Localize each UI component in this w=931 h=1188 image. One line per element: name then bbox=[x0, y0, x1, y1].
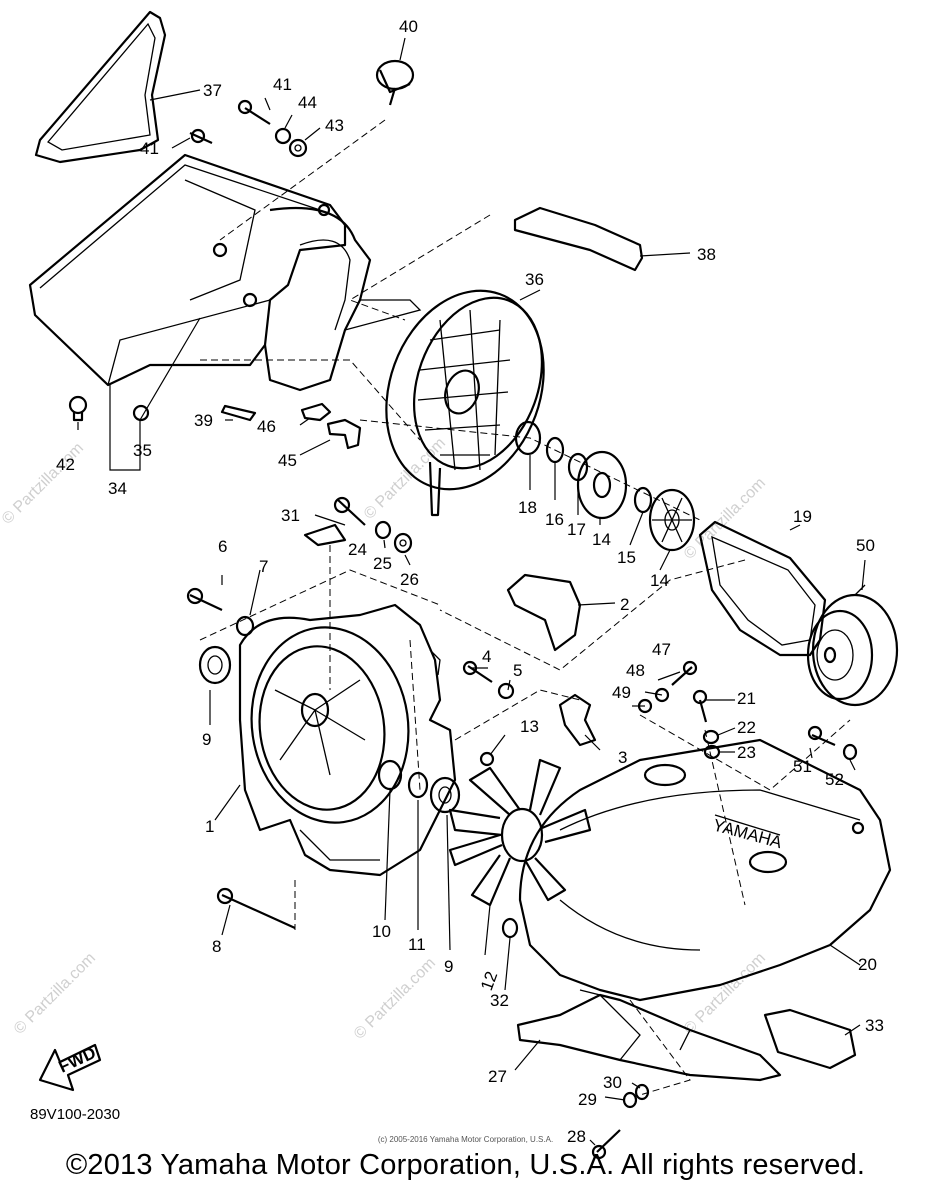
callouts: 1 2 3 4 5 6 7 8 9 9 10 11 12 13 14 14 15… bbox=[56, 17, 884, 1146]
part-small-bits bbox=[68, 395, 362, 450]
callout-8: 8 bbox=[212, 937, 221, 956]
copyright-notice: ©2013 Yamaha Motor Corporation, U.S.A. A… bbox=[65, 1149, 866, 1181]
callout-28: 28 bbox=[567, 1127, 586, 1146]
callout-17: 17 bbox=[567, 520, 586, 539]
part-33-pad bbox=[763, 1008, 857, 1070]
callout-20: 20 bbox=[858, 955, 877, 974]
callout-25: 25 bbox=[373, 554, 392, 573]
diagram-code: 89V100-2030 bbox=[30, 1106, 121, 1123]
callout-12: 12 bbox=[477, 969, 501, 993]
part-40-cap bbox=[375, 59, 415, 106]
callout-4: 4 bbox=[482, 647, 491, 666]
part-41-bolts bbox=[189, 99, 308, 158]
callout-39: 39 bbox=[194, 411, 213, 430]
part-10-11-washers bbox=[377, 759, 461, 814]
callout-1: 1 bbox=[205, 817, 214, 836]
callout-29: 29 bbox=[578, 1090, 597, 1109]
callout-23: 23 bbox=[737, 743, 756, 762]
callout-42: 42 bbox=[56, 455, 75, 474]
callout-49: 49 bbox=[612, 683, 631, 702]
callout-6: 6 bbox=[218, 537, 227, 556]
callout-51: 51 bbox=[793, 757, 812, 776]
watermark: © Partzilla.com bbox=[681, 950, 769, 1038]
callout-13: 13 bbox=[520, 717, 539, 736]
part-right-hardware bbox=[637, 660, 858, 761]
callout-45: 45 bbox=[278, 451, 297, 470]
callout-2: 2 bbox=[620, 595, 629, 614]
part-37-seal bbox=[34, 10, 167, 164]
callout-22: 22 bbox=[737, 718, 756, 737]
part-24-26-hardware bbox=[303, 496, 413, 554]
callout-24: 24 bbox=[348, 540, 367, 559]
fwd-arrow-icon: FWD bbox=[38, 1043, 102, 1092]
callout-44: 44 bbox=[298, 93, 317, 112]
part-3-bracket bbox=[558, 693, 597, 747]
callout-19: 19 bbox=[793, 507, 812, 526]
callout-18: 18 bbox=[518, 498, 537, 517]
callout-9: 9 bbox=[202, 730, 211, 749]
callout-27: 27 bbox=[488, 1067, 507, 1086]
callout-41: 41 bbox=[273, 75, 292, 94]
callout-9: 9 bbox=[444, 957, 453, 976]
part-6-7-9-hardware bbox=[186, 587, 255, 685]
callout-26: 26 bbox=[400, 570, 419, 589]
watermark: © Partzilla.com bbox=[361, 435, 449, 523]
callout-7: 7 bbox=[259, 557, 268, 576]
callout-38: 38 bbox=[697, 245, 716, 264]
part-27-guard bbox=[516, 989, 782, 1082]
callout-48: 48 bbox=[626, 661, 645, 680]
callout-32: 32 bbox=[490, 991, 509, 1010]
callout-34: 34 bbox=[108, 479, 127, 498]
part-28-30-hardware bbox=[591, 1083, 650, 1160]
assembly-lines bbox=[199, 119, 851, 1096]
part-50-pulley bbox=[806, 584, 899, 707]
callout-31: 31 bbox=[281, 506, 300, 525]
callout-15: 15 bbox=[617, 548, 636, 567]
part-1-fan-cover bbox=[238, 603, 457, 877]
callout-11: 11 bbox=[408, 935, 426, 954]
part-19-belt bbox=[698, 520, 827, 657]
callout-46: 46 bbox=[257, 417, 276, 436]
part-32 bbox=[501, 917, 519, 939]
callout-16: 16 bbox=[545, 510, 564, 529]
callout-33: 33 bbox=[865, 1016, 884, 1035]
part-34-shroud bbox=[28, 153, 422, 392]
watermark: © Partzilla.com bbox=[351, 955, 439, 1043]
callout-21: 21 bbox=[737, 689, 756, 708]
watermark: © Partzilla.com bbox=[0, 440, 87, 528]
callout-43: 43 bbox=[325, 116, 344, 135]
cover-lettering: YAMAHA bbox=[711, 816, 785, 853]
callout-10: 10 bbox=[372, 922, 391, 941]
callout-47: 47 bbox=[652, 640, 671, 659]
callout-14: 14 bbox=[592, 530, 611, 549]
leader-lines bbox=[77, 37, 866, 1146]
part-36-fan-housing bbox=[385, 289, 545, 517]
callout-30: 30 bbox=[603, 1073, 622, 1092]
watermark: © Partzilla.com bbox=[11, 950, 99, 1038]
part-8-bolt bbox=[216, 887, 296, 930]
callout-3: 3 bbox=[618, 748, 627, 767]
part-38-cover bbox=[513, 206, 644, 272]
small-copyright: (c) 2005-2016 Yamaha Motor Corporation, … bbox=[377, 1135, 554, 1144]
part-13 bbox=[479, 751, 495, 767]
callout-41: 41 bbox=[140, 139, 159, 158]
callout-37: 37 bbox=[203, 81, 222, 100]
callout-35: 35 bbox=[133, 441, 152, 460]
callout-52: 52 bbox=[825, 770, 844, 789]
callout-14: 14 bbox=[650, 571, 669, 590]
part-2-cover bbox=[506, 573, 582, 652]
callout-50: 50 bbox=[856, 536, 875, 555]
callout-5: 5 bbox=[513, 661, 522, 680]
part-12-fan bbox=[448, 758, 592, 907]
callout-36: 36 bbox=[525, 270, 544, 289]
callout-40: 40 bbox=[399, 17, 418, 36]
